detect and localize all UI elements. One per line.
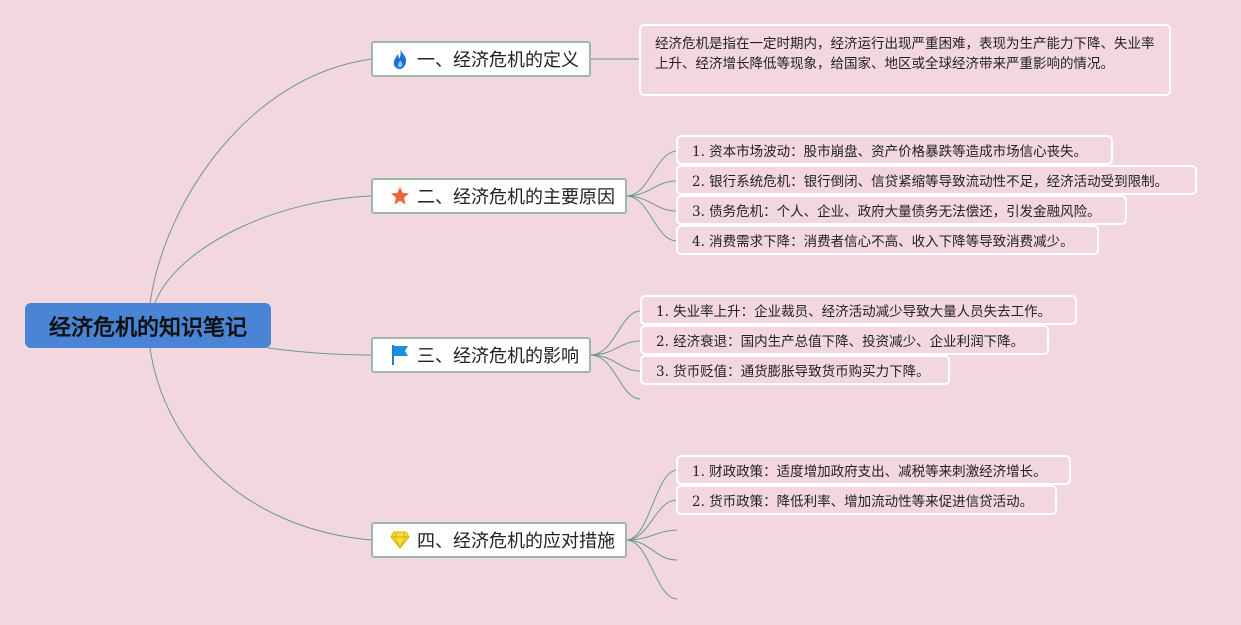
definition-text[interactable]: 经济危机是指在一定时期内，经济运行出现严重困难，表现为生产能力下降、失业率上升、… bbox=[639, 24, 1171, 96]
branch-impacts[interactable]: 三、经济危机的影响 bbox=[371, 337, 591, 373]
impact-item[interactable]: 3. 货币贬值：通货膨胀导致货币购买力下降。 bbox=[640, 355, 950, 385]
root-topic[interactable]: 经济危机的知识笔记 bbox=[25, 303, 271, 348]
fire-icon bbox=[389, 48, 411, 70]
branch-label: 三、经济危机的影响 bbox=[417, 346, 579, 367]
branch-measures[interactable]: 四、经济危机的应对措施 bbox=[371, 522, 627, 558]
star-icon bbox=[389, 185, 411, 207]
cause-item[interactable]: 4. 消费需求下降：消费者信心不高、收入下降等导致消费减少。 bbox=[676, 225, 1099, 255]
flag-icon bbox=[389, 344, 411, 366]
branch-label: 四、经济危机的应对措施 bbox=[417, 531, 615, 552]
branch-causes[interactable]: 二、经济危机的主要原因 bbox=[371, 178, 627, 214]
impact-item[interactable]: 1. 失业率上升：企业裁员、经济活动减少导致大量人员失去工作。 bbox=[640, 295, 1077, 325]
branch-label: 二、经济危机的主要原因 bbox=[417, 187, 615, 208]
diamond-icon bbox=[389, 529, 411, 551]
branch-label: 一、经济危机的定义 bbox=[417, 50, 579, 71]
impact-item[interactable]: 2. 经济衰退：国内生产总值下降、投资减少、企业利润下降。 bbox=[640, 325, 1049, 355]
branch-definition[interactable]: 一、经济危机的定义 bbox=[371, 41, 591, 77]
measure-item[interactable]: 1. 财政政策：适度增加政府支出、减税等来刺激经济增长。 bbox=[676, 455, 1071, 485]
cause-item[interactable]: 2. 银行系统危机：银行倒闭、信贷紧缩等导致流动性不足，经济活动受到限制。 bbox=[676, 165, 1197, 195]
cause-item[interactable]: 3. 债务危机：个人、企业、政府大量债务无法偿还，引发金融风险。 bbox=[676, 195, 1127, 225]
cause-item[interactable]: 1. 资本市场波动：股市崩盘、资产价格暴跌等造成市场信心丧失。 bbox=[676, 135, 1113, 165]
measure-item[interactable]: 2. 货币政策：降低利率、增加流动性等来促进信贷活动。 bbox=[676, 485, 1057, 515]
